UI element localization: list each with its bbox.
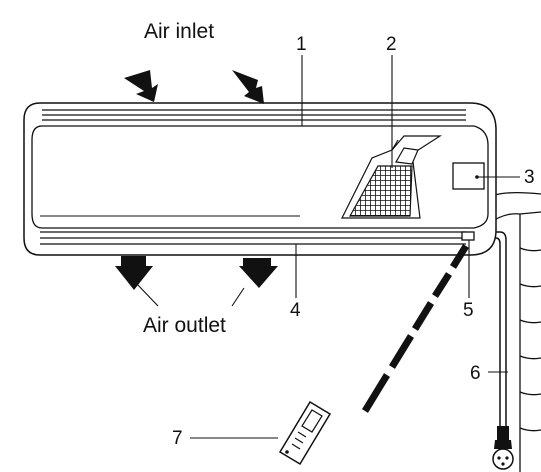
arrow-down-icon	[239, 258, 278, 288]
arrow-down-icon	[232, 70, 264, 104]
display-panel	[452, 162, 485, 190]
air-inlet-grille	[42, 109, 466, 121]
air-outlet-louver	[40, 231, 466, 245]
callout-4: 4	[290, 300, 301, 321]
air-inlet-label: Air inlet	[144, 20, 214, 43]
arrow-down-icon	[124, 70, 158, 102]
plug-icon	[492, 426, 514, 470]
callout-7: 7	[172, 428, 183, 449]
callout-6: 6	[470, 363, 481, 384]
callout-3: 3	[524, 167, 535, 188]
filter-cutaway	[341, 135, 443, 219]
infrared-beam	[362, 244, 469, 413]
air-outlet-label: Air outlet	[143, 314, 226, 337]
arrow-down-icon	[115, 256, 153, 290]
callout-2: 2	[386, 34, 397, 55]
callout-1: 1	[296, 34, 307, 55]
callout-5: 5	[463, 300, 474, 321]
power-cord	[474, 231, 507, 428]
callout-lines	[135, 55, 520, 439]
remote-receiver	[461, 231, 475, 241]
remote-control-icon	[278, 400, 332, 466]
